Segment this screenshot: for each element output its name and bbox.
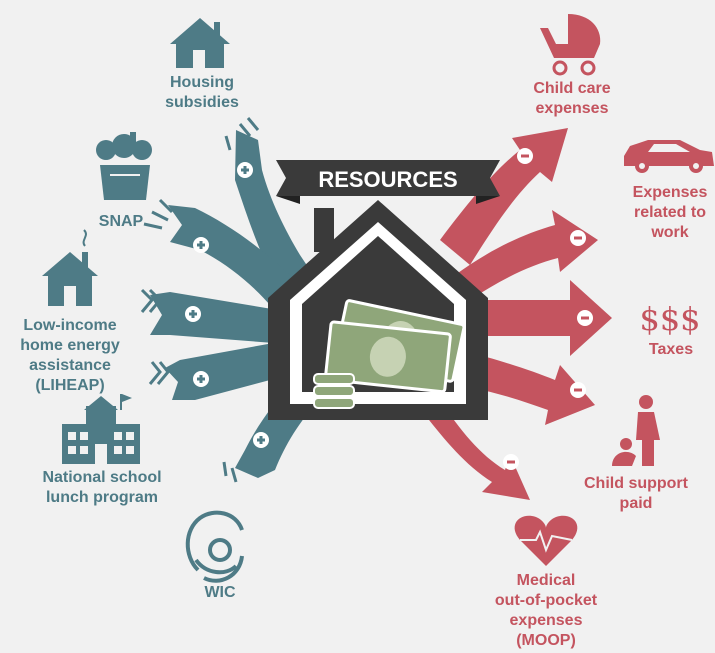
outflow-arrow-childcare [440, 128, 568, 265]
parent-child-icon [612, 395, 660, 466]
label-moop: Medical out-of-pocket expenses (MOOP) [494, 572, 598, 649]
dollar-signs-icon: $$$ [639, 300, 700, 338]
label-work-expenses: Expenses related to work [632, 184, 708, 241]
outflow-arrow-moop [425, 400, 530, 500]
money-icon [313, 299, 466, 409]
label-snap: SNAP [98, 213, 144, 230]
label-wic: WIC [204, 584, 236, 601]
label-housing-subsidies: Housing subsidies [165, 74, 239, 111]
label-child-support: Child support paid [584, 475, 688, 512]
outflow-arrow-work [455, 210, 598, 300]
house-icon [170, 18, 230, 68]
plus-signs [189, 166, 265, 444]
label-liheap: Low-income home energy assistance (LIHEA… [20, 317, 120, 394]
label-taxes: Taxes [648, 341, 694, 358]
banner-title: RESOURCES [318, 167, 457, 192]
label-child-care: Child care expenses [533, 80, 611, 117]
outflow-arrow-taxes [460, 280, 612, 356]
arrow-chevrons [140, 117, 260, 483]
inflow-arrow-liheap [150, 292, 300, 345]
resources-banner: RESOURCES [276, 160, 500, 204]
minus-signs [507, 154, 589, 464]
label-school-lunch: National school lunch program [42, 469, 162, 506]
mother-baby-icon [185, 510, 244, 583]
grocery-bag-icon [96, 132, 152, 200]
outflow-arrows [425, 128, 612, 500]
stroller-icon [540, 14, 601, 76]
central-house [268, 200, 488, 420]
heart-pulse-icon [514, 515, 578, 566]
home-energy-icon [42, 229, 98, 306]
outflow-arrow-childsupport [455, 350, 595, 425]
car-icon [624, 140, 714, 173]
school-icon [62, 394, 140, 464]
